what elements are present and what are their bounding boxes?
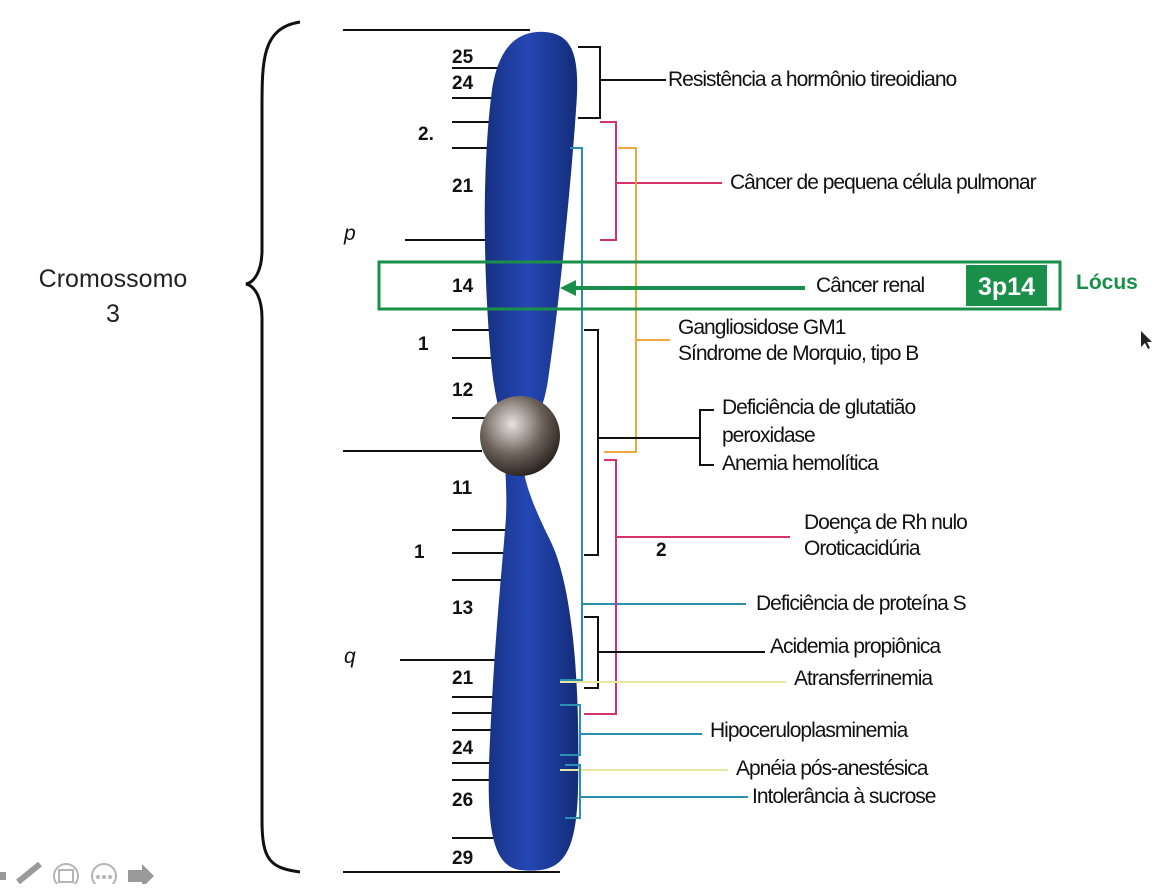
disease-label-sucrose: Intolerância à sucrose [752, 785, 936, 808]
chromosome-label: Cromossomo 3 [18, 262, 208, 332]
disease-label-glutathione-1: Deficiência de glutatião [722, 396, 916, 419]
band-label: 21 [452, 668, 474, 689]
pen-icon[interactable] [0, 861, 42, 885]
band-label: 25 [452, 47, 474, 68]
chromosome-brace [245, 20, 301, 874]
locus-word-label: Lócus [1076, 271, 1138, 294]
glutathione-connector [584, 329, 714, 556]
proteinS-connector [560, 147, 746, 681]
disease-label-renal: Câncer renal [816, 274, 925, 297]
disease-label-thyroid: Resistência a hormônio tireoidiano [668, 68, 957, 91]
next-arrow-icon[interactable] [128, 864, 154, 888]
band-label: 29 [452, 848, 474, 869]
more-icon[interactable] [91, 863, 117, 889]
disease-label-lung: Câncer de pequena célula pulmonar [730, 171, 1037, 194]
band-label: 2 [656, 540, 667, 561]
band-label: 11 [452, 478, 473, 499]
disease-label-anemia: Anemia hemolítica [722, 452, 879, 475]
locus-code-badge: 3p14 [966, 265, 1047, 306]
sucrose-connector [565, 764, 748, 819]
disease-label-apneia: Apnéia pós-anestésica [736, 757, 928, 780]
arm-q-label: q [344, 645, 356, 668]
band-label: 14 [452, 276, 474, 297]
propionic-connector [584, 616, 765, 689]
slide-toolbar [0, 861, 170, 889]
mouse-cursor-icon [1141, 331, 1152, 349]
disease-label-glutathione-2: peroxidase [722, 424, 816, 447]
thyroid-connector [578, 46, 666, 119]
band-label: 1 [418, 334, 429, 355]
hipocer-connector [560, 704, 702, 756]
disease-label-hipoceruloplasminemia: Hipoceruloplasminemia [710, 719, 908, 742]
disease-label-atransferrinemia: Atransferrinemia [794, 667, 933, 690]
centromere [480, 396, 560, 476]
band-label: 24 [452, 73, 474, 94]
rh-connector [584, 459, 790, 715]
band-label: 26 [452, 790, 474, 811]
disease-label-rh: Doença de Rh nulo [804, 511, 968, 534]
disease-label-morquio: Síndrome de Morquio, tipo B [678, 342, 919, 365]
save-icon[interactable] [53, 863, 79, 889]
lung-connector [600, 121, 722, 241]
slide-toolbar-icons [0, 861, 154, 889]
band-label: 2. [418, 124, 434, 145]
band-label: 24 [452, 738, 474, 759]
chromosome-label-line2: 3 [106, 300, 120, 328]
band-label: 1 [414, 542, 425, 563]
disease-label-orotic: Oroticacidúria [804, 537, 921, 560]
band-label: 21 [452, 176, 474, 197]
locus-highlight-box [377, 260, 1062, 311]
band-label: 12 [452, 380, 474, 401]
chromosome-label-line1: Cromossomo [38, 265, 188, 293]
arm-p-label: p [344, 222, 356, 245]
locus-arrowhead [560, 280, 576, 296]
disease-label-propionic: Acidemia propiônica [770, 635, 941, 658]
disease-label-proteinS: Deficiência de proteína S [756, 592, 967, 615]
band-label: 13 [452, 598, 474, 619]
band-ticks [343, 29, 560, 873]
chromosome-body [484, 31, 579, 871]
disease-label-gm1: Gangliosidose GM1 [678, 316, 846, 339]
gm1-connector [604, 147, 670, 453]
